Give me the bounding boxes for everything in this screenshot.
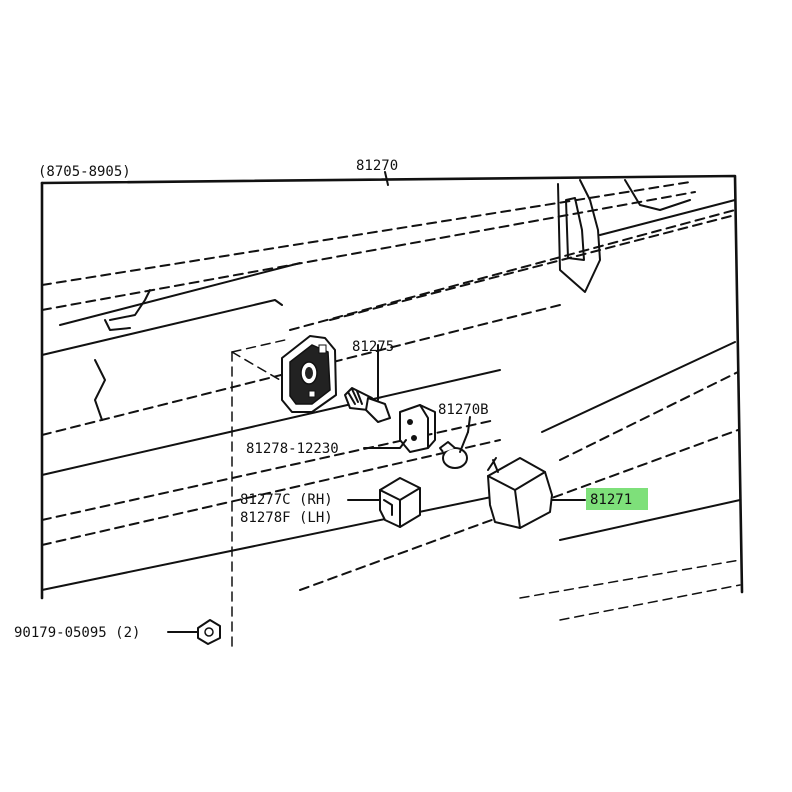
bulb-label: 81270B: [438, 402, 489, 418]
lens-icon: [487, 457, 553, 529]
nut-label: 90179-05095 (2): [14, 625, 140, 641]
leader-lines: [167, 416, 586, 633]
assembly-label: 81270: [356, 158, 398, 174]
header-range-label: (8705-8905): [38, 164, 131, 180]
bulb-icon: [439, 431, 469, 469]
lens-label-highlight: [586, 488, 648, 510]
cover-icon: [379, 477, 421, 528]
cover-rh-label: 81277C (RH): [240, 492, 333, 508]
assembly-leader-top: [231, 339, 286, 353]
bracket-icon: [399, 404, 436, 453]
socket-icon: [344, 344, 391, 423]
cover-lh-label: 81278F (LH): [240, 510, 333, 526]
lens-label: 81271: [590, 492, 632, 508]
lamp-housing-icon: [281, 335, 337, 413]
assembly-leader-mid: [231, 351, 281, 381]
socket-label: 81275: [352, 339, 394, 355]
nut-icon: [197, 619, 221, 645]
body-panel-outline: [41, 179, 741, 621]
screw-label: 81278-12230: [246, 441, 339, 457]
diagram-frame: [40, 171, 744, 600]
